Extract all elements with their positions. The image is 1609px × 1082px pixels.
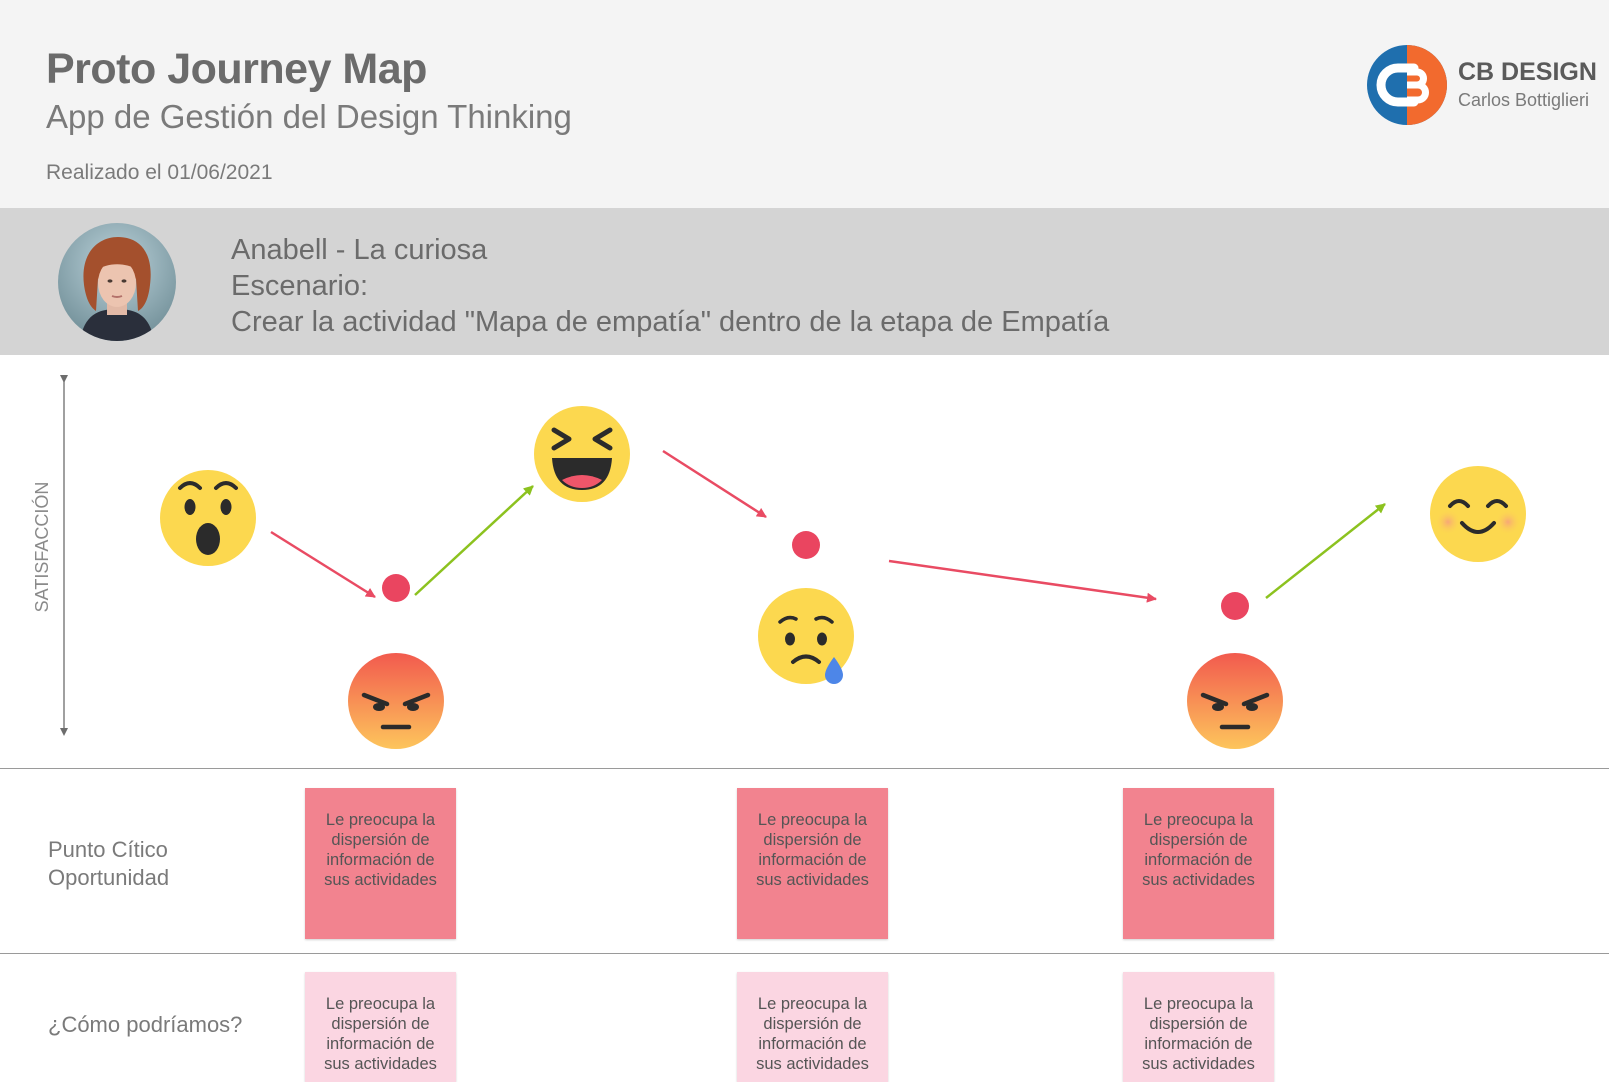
note-text-line: dispersión de [331,1015,430,1033]
note-text-line: información de [758,851,867,869]
note-text-line: información de [326,1035,435,1053]
scenario-label: Escenario: [231,270,369,302]
persona-portrait-icon [58,223,176,341]
transition-arrow-down [270,530,376,599]
note-text-line: información de [326,851,435,869]
opportunity-label-line: Oportunidad [48,865,170,890]
note-text-line: sus actividades [756,871,869,889]
note-text-line: información de [758,1035,867,1053]
note-text-line: Le preocupa la [325,811,436,829]
brand-author: Carlos Bottiglieri [1458,90,1590,110]
note-text-line: dispersión de [1149,831,1248,849]
avatar [58,223,176,341]
note-text-line: sus actividades [1142,1055,1255,1073]
angry-face-icon [1187,653,1283,749]
note-text-line: Le preocupa la [757,811,868,829]
row-divider [0,953,1609,954]
note-text-line: dispersión de [763,1015,862,1033]
page-subtitle: App de Gestión del Design Thinking [46,98,572,135]
persona-name: Anabell - La curiosa [231,234,488,266]
critical-note[interactable]: Le preocupa la dispersión de información… [737,788,888,939]
transition-arrow-up [1265,503,1386,599]
note-text-line: sus actividades [756,1055,869,1073]
how-might-we-label: ¿Cómo podríamos? [48,1012,243,1037]
note-text-line: Le preocupa la [1143,811,1254,829]
how-might-we-note[interactable]: Le preocupa la dispersión de información… [1123,972,1274,1082]
how-might-we-note[interactable]: Le preocupa la dispersión de información… [737,972,888,1082]
critical-row-label: Punto Cítico Oportunidad [48,836,169,892]
note-text-line: Le preocupa la [1143,995,1254,1013]
how-might-we-note[interactable]: Le preocupa la dispersión de información… [305,972,456,1082]
critical-note[interactable]: Le preocupa la dispersión de información… [305,788,456,939]
critical-note[interactable]: Le preocupa la dispersión de información… [1123,788,1274,939]
note-text-line: información de [1144,1035,1253,1053]
note-text-line: dispersión de [763,831,862,849]
row-divider [0,768,1609,769]
date-label: Realizado el 01/06/2021 [46,161,273,184]
note-text-line: Le preocupa la [325,995,436,1013]
journey-chart: SATISFACCIÓN [31,375,1526,749]
note-text-line: sus actividades [1142,871,1255,889]
surprised-face-icon [160,470,256,566]
laughing-face-icon [534,406,630,502]
note-text-line: dispersión de [1149,1015,1248,1033]
note-text-line: dispersión de [331,831,430,849]
note-text-line: sus actividades [324,871,437,889]
brand-name: CB DESIGN [1458,58,1597,86]
angry-face-icon [348,653,444,749]
page-title: Proto Journey Map [46,45,427,93]
note-text-line: información de [1144,851,1253,869]
note-text-line: Le preocupa la [757,995,868,1013]
critical-point-dot [1221,592,1249,620]
smiling-face-icon [1430,466,1526,562]
scenario-description: Crear la actividad "Mapa de empatía" den… [231,306,1110,338]
satisfaction-axis: SATISFACCIÓN [31,375,68,736]
cb-logo-icon [1367,45,1447,125]
transition-arrow-down [662,449,767,519]
transition-arrow-down [888,559,1157,603]
persona-bar: Anabell - La curiosa Escenario: Crear la… [0,208,1609,355]
sad-tear-face-icon [758,588,854,684]
critical-label-line: Punto Cítico [48,837,168,862]
critical-point-dot [792,531,820,559]
note-text-line: sus actividades [324,1055,437,1073]
header: Proto Journey Map App de Gestión del Des… [0,0,1609,208]
axis-label: SATISFACCIÓN [31,482,52,613]
transition-arrow-up [414,485,534,596]
critical-point-dot [382,574,410,602]
